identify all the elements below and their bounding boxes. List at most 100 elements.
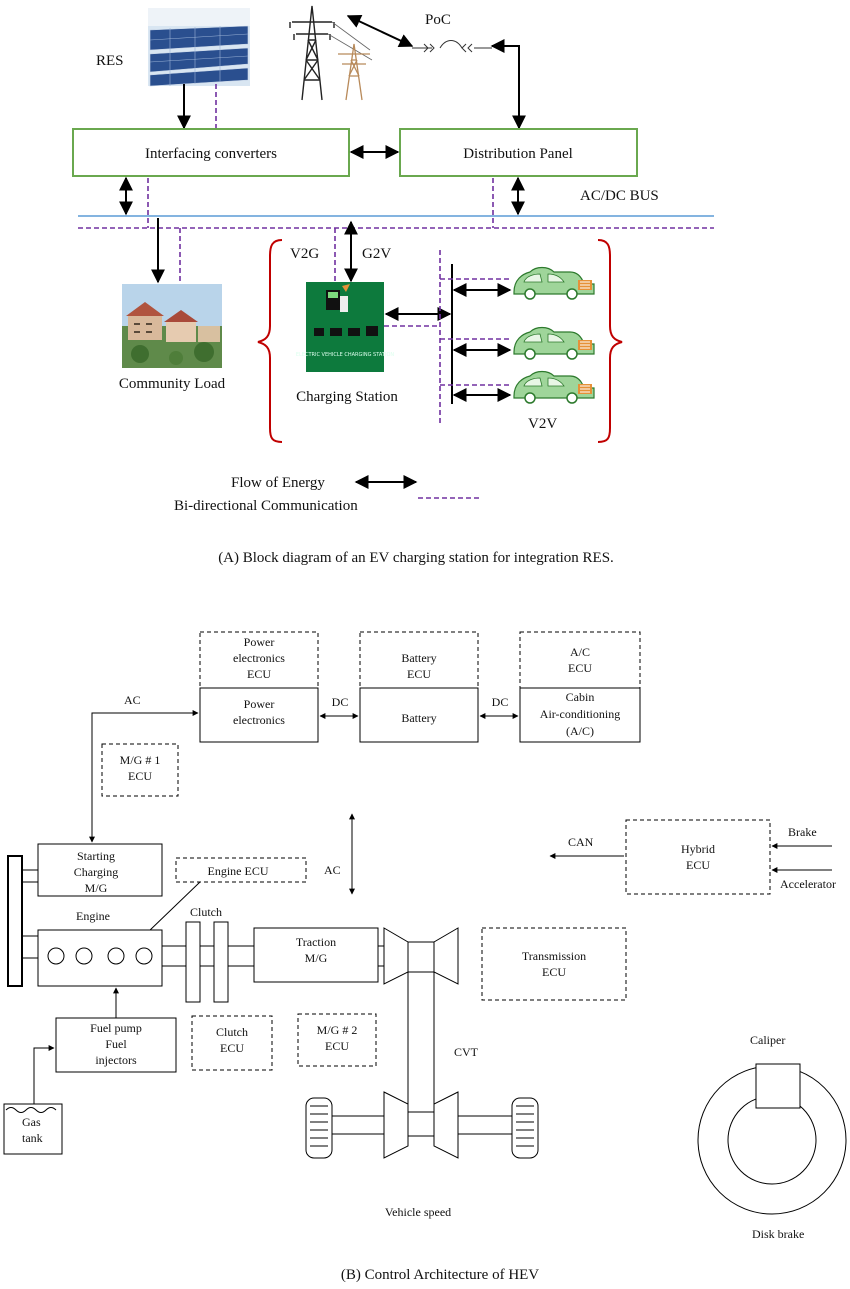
cvt-label: CVT <box>454 1045 479 1059</box>
pe-ecu-line2: electronics <box>233 651 285 665</box>
res-label: RES <box>96 53 124 69</box>
disk-brake-inner <box>727 1095 817 1185</box>
battery-box <box>359 687 479 743</box>
vehicle-speed-label: Vehicle speed <box>385 1205 451 1219</box>
gas-tank-wave-icon <box>5 1107 57 1113</box>
fuel-line2: Fuel <box>105 1037 127 1051</box>
secondary-tower-icon <box>338 43 370 101</box>
community-load-image <box>122 284 222 368</box>
clutch-ecu-line1: Clutch <box>216 1025 248 1039</box>
g2v-label: G2V <box>362 246 391 262</box>
mg2-ecu-box <box>297 1013 377 1067</box>
pe-ecu-line1: Power <box>244 635 275 649</box>
can-label: CAN <box>568 835 594 849</box>
pe-line2: electronics <box>233 713 285 727</box>
engine-box <box>37 929 163 987</box>
starting-line1: Starting <box>77 849 115 863</box>
poc-label: PoC <box>425 12 451 28</box>
pe-line1: Power <box>244 697 275 711</box>
solar-panel-image <box>148 8 250 87</box>
dc-label-1: DC <box>332 695 349 709</box>
clutch-plate-1 <box>185 921 201 1003</box>
poc-breaker-icon <box>412 40 492 53</box>
flywheel-bar <box>7 855 23 987</box>
transmission-ecu-box <box>481 927 627 1001</box>
fuel-line3: injectors <box>95 1053 137 1067</box>
community-load-label: Community Load <box>119 376 226 392</box>
legend-comm-label: Bi-directional Communication <box>174 498 358 514</box>
mg1-ecu-line2: ECU <box>128 769 152 783</box>
clutch-label: Clutch <box>190 905 222 919</box>
charging-station-image: ELECTRIC VEHICLE CHARGING STATION <box>296 282 395 372</box>
ac-mid-label: AC <box>324 863 341 877</box>
mg1-ecu-line1: M/G # 1 <box>120 753 161 767</box>
left-brace <box>257 239 283 443</box>
tower-poc-arrow <box>346 15 414 47</box>
panel-b: Power electronics ECU Power electronics … <box>3 631 847 1283</box>
interfacing-converters-box <box>72 128 350 177</box>
gas-tank-line1: Gas <box>22 1115 41 1129</box>
clutch-ecu-box <box>191 1015 273 1071</box>
engine-cylinders <box>47 947 153 965</box>
charging-station-label: Charging Station <box>296 389 398 405</box>
ac-ecu-line1: A/C <box>570 645 590 659</box>
ac-ecu-line2: ECU <box>568 661 592 675</box>
station-sign-text: ELECTRIC VEHICLE CHARGING STATION <box>296 352 395 358</box>
engine-ecu-box <box>175 857 307 883</box>
distribution-panel-box <box>399 128 638 177</box>
hybrid-ecu-line1: Hybrid <box>681 842 715 856</box>
ev-car-icon-3 <box>513 370 595 404</box>
ac-ecu-box <box>519 631 641 689</box>
battery-ecu-line1: Battery <box>401 651 436 665</box>
traction-line1: Traction <box>296 935 336 949</box>
caliper-box <box>755 1063 801 1109</box>
hybrid-ecu-line2: ECU <box>686 858 710 872</box>
hybrid-ecu-box <box>625 819 771 895</box>
ac-top-arrow <box>89 710 199 843</box>
gas-tank-box <box>3 1103 63 1155</box>
engine-label: Engine <box>76 909 110 923</box>
panel-a: RES PoC Interfacing converter <box>72 5 714 566</box>
distribution-panel-label: Distribution Panel <box>463 146 573 162</box>
transmission-ecu-line2: ECU <box>542 965 566 979</box>
caption-b: (B) Control Architecture of HEV <box>341 1267 539 1283</box>
tank-to-fuel-arrow <box>33 1045 55 1104</box>
engine-ecu-link <box>147 881 201 933</box>
ac-top-label: AC <box>124 693 141 707</box>
ev-car-icon-1 <box>513 266 595 300</box>
starting-line2: Charging <box>74 865 118 879</box>
brake-label: Brake <box>788 825 817 839</box>
v2v-label: V2V <box>528 416 557 432</box>
battery-label: Battery <box>401 711 436 725</box>
starting-line3: M/G <box>85 881 108 895</box>
caliper-label: Caliper <box>750 1033 785 1047</box>
engine-ecu-label: Engine ECU <box>208 864 269 878</box>
legend-flow-label: Flow of Energy <box>231 475 325 491</box>
traction-mg-box <box>253 927 379 983</box>
cabin-line1: Cabin <box>566 690 595 704</box>
mg1-ecu-box <box>101 743 179 797</box>
battery-ecu-line2: ECU <box>407 667 431 681</box>
clutch-plate-2 <box>213 921 229 1003</box>
accelerator-label: Accelerator <box>780 877 836 891</box>
starting-mg-box <box>37 843 163 897</box>
right-brace <box>597 239 623 443</box>
power-electronics-box <box>199 687 319 743</box>
clutch-ecu-line2: ECU <box>220 1041 244 1055</box>
interfacing-converters-label: Interfacing converters <box>145 146 277 162</box>
mg2-ecu-line1: M/G # 2 <box>317 1023 358 1037</box>
right-wheel <box>511 1097 539 1159</box>
ev-car-icon-2 <box>513 326 595 360</box>
cvt-transmission <box>383 927 459 1159</box>
poc-panel-arrow <box>490 39 526 130</box>
pe-ecu-line3: ECU <box>247 667 271 681</box>
transmission-ecu-line1: Transmission <box>522 949 586 963</box>
cabin-line3: (A/C) <box>566 724 594 738</box>
fuel-pump-box <box>55 1017 177 1073</box>
cabin-ac-box <box>519 687 641 743</box>
gas-tank-line2: tank <box>22 1131 43 1145</box>
traction-line2: M/G <box>305 951 328 965</box>
v2g-label: V2G <box>290 246 319 262</box>
cabin-line2: Air-conditioning <box>540 707 620 721</box>
